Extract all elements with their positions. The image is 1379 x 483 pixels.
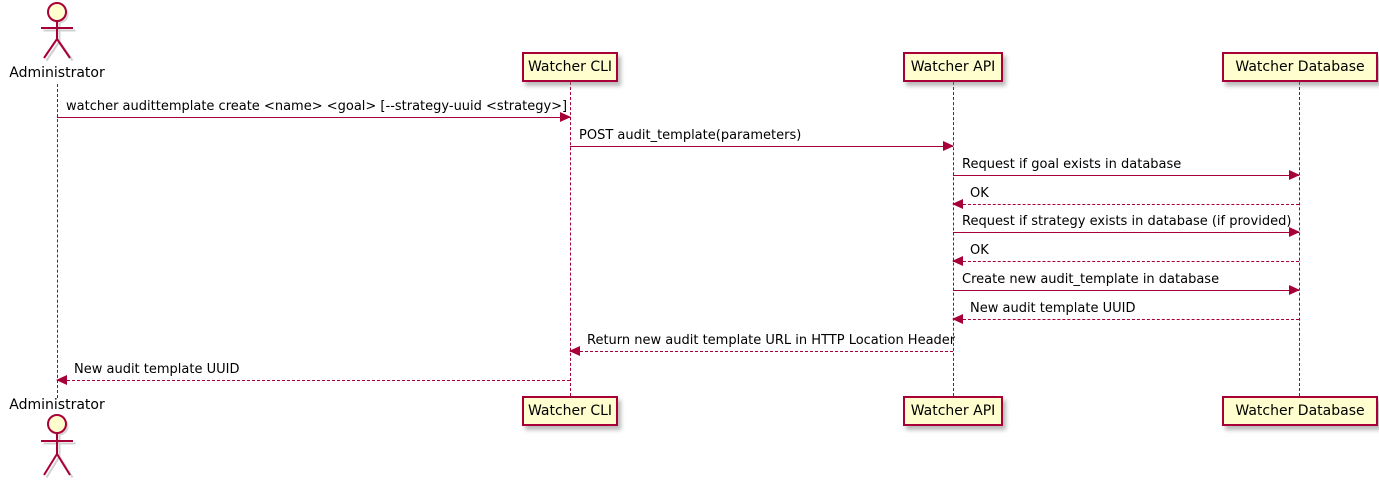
lifeline-watcher-cli xyxy=(570,82,571,396)
participant-watcher-api-top: Watcher API xyxy=(903,52,1003,82)
actor-label-bottom: Administrator xyxy=(9,397,105,413)
participant-label: Watcher API xyxy=(910,59,996,75)
message-label: New audit template UUID xyxy=(970,301,1136,316)
message-label: OK xyxy=(970,243,989,258)
actor-label-top: Administrator xyxy=(9,65,105,81)
participant-label: Watcher CLI xyxy=(527,59,613,75)
lifeline-administrator xyxy=(57,84,58,398)
lifeline-watcher-database xyxy=(1299,82,1300,396)
message-label: New audit template UUID xyxy=(74,362,240,377)
participant-watcher-cli-top: Watcher CLI xyxy=(522,52,618,82)
message-ok-strategy: OK xyxy=(952,242,1299,266)
message-request-strategy-exists: Request if strategy exists in database (… xyxy=(953,213,1300,237)
message-create-audittemplate: watcher audittemplate create <name> <goa… xyxy=(57,98,571,122)
actor-icon xyxy=(41,414,76,479)
message-label: Return new audit template URL in HTTP Lo… xyxy=(587,333,956,348)
participant-watcher-api-bottom: Watcher API xyxy=(903,396,1003,426)
message-label: Create new audit_template in database xyxy=(962,272,1220,287)
message-label: Request if strategy exists in database (… xyxy=(962,214,1292,229)
message-ok-goal: OK xyxy=(952,185,1299,209)
message-request-goal-exists: Request if goal exists in database xyxy=(953,156,1300,180)
participant-label: Watcher Database xyxy=(1235,59,1365,75)
message-label: POST audit_template(parameters) xyxy=(579,128,802,143)
message-label: Request if goal exists in database xyxy=(962,157,1182,172)
lifeline-watcher-api xyxy=(953,82,954,396)
message-new-audit-template-uuid-db: New audit template UUID xyxy=(952,300,1299,324)
participant-label: Watcher CLI xyxy=(527,403,613,419)
message-new-audit-template-uuid-admin: New audit template UUID xyxy=(56,361,570,385)
participant-watcher-database-bottom: Watcher Database xyxy=(1222,396,1378,426)
actor-icon xyxy=(41,2,76,62)
message-label: OK xyxy=(970,186,989,201)
message-label: watcher audittemplate create <name> <goa… xyxy=(66,99,568,114)
message-create-audit-template-db: Create new audit_template in database xyxy=(953,271,1300,295)
participant-watcher-cli-bottom: Watcher CLI xyxy=(522,396,618,426)
participant-watcher-database-top: Watcher Database xyxy=(1222,52,1378,82)
participant-label: Watcher API xyxy=(910,403,996,419)
message-post-audit-template: POST audit_template(parameters) xyxy=(570,127,954,151)
participant-label: Watcher Database xyxy=(1235,403,1365,419)
message-return-url-location-header: Return new audit template URL in HTTP Lo… xyxy=(569,332,955,356)
